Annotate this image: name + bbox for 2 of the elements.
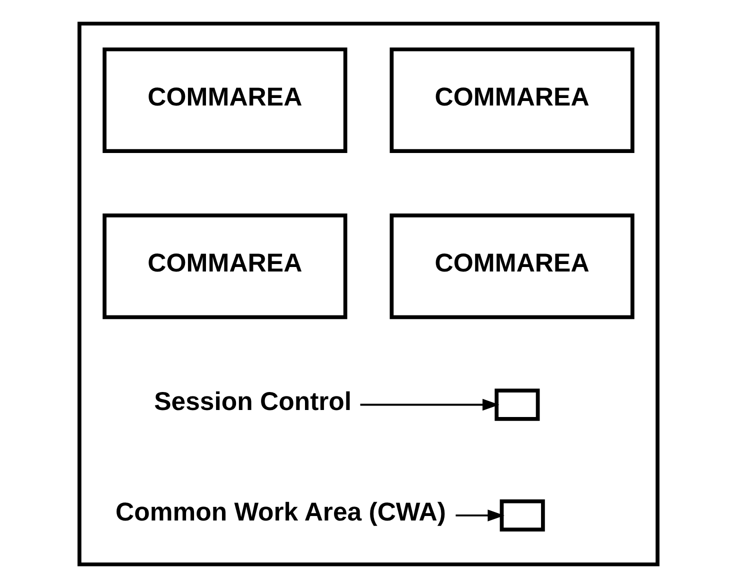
node-text: Common Work Area (CWA) <box>116 498 446 527</box>
node-text: Session Control <box>154 388 352 416</box>
